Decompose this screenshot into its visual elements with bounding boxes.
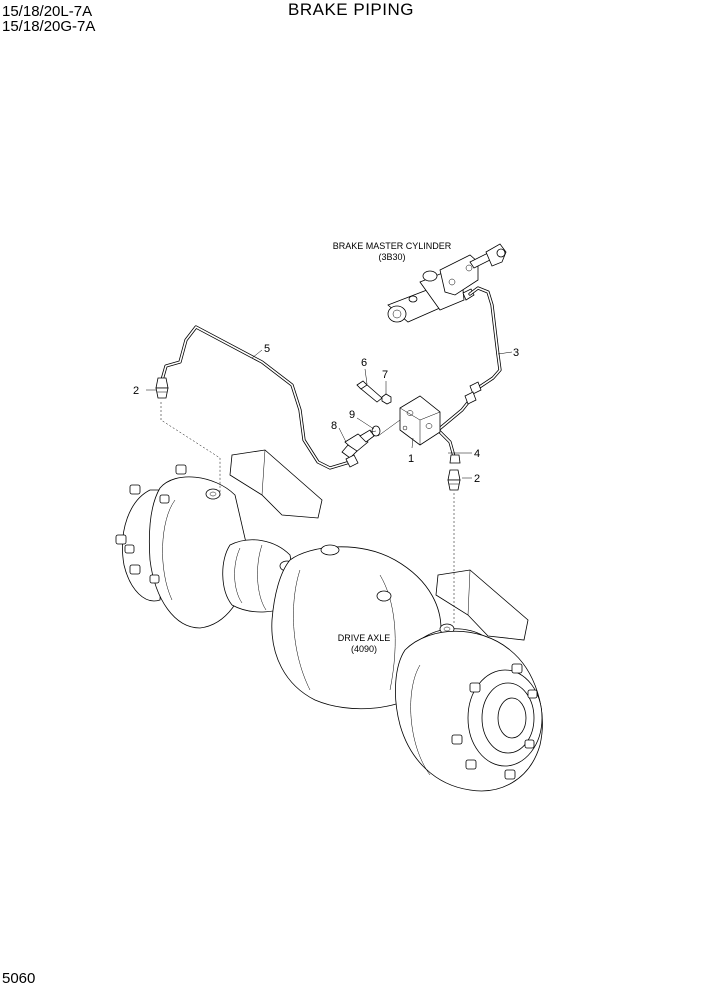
pipe-nut xyxy=(345,454,359,468)
brake-pipe-3 xyxy=(468,286,502,392)
callout-2-left: 2 xyxy=(133,385,139,397)
nut xyxy=(381,393,392,405)
brake-pipe-5 xyxy=(160,325,352,470)
callout-2-right: 2 xyxy=(474,473,480,485)
master-cylinder-label: BRAKE MASTER CYLINDER xyxy=(333,241,452,251)
page-number: 5060 xyxy=(2,970,36,987)
center-line xyxy=(369,430,377,433)
pipe-nut xyxy=(464,391,477,405)
callout-4: 4 xyxy=(474,448,480,460)
pipe-nut xyxy=(449,454,461,464)
drive-axle-ref: (4090) xyxy=(351,644,377,654)
brake-pipe-4 xyxy=(436,398,472,462)
pipe-connector-right xyxy=(447,469,461,491)
callout-6: 6 xyxy=(361,357,367,369)
center-line xyxy=(160,402,221,498)
pipe-nut xyxy=(469,381,482,395)
brake-lamp-switch xyxy=(341,429,375,459)
drive-axle-label: DRIVE AXLE xyxy=(338,633,391,643)
master-cylinder-ref: (3B30) xyxy=(378,252,405,262)
brake-master-cylinder xyxy=(387,243,507,323)
callout-7: 7 xyxy=(382,369,388,381)
callout-3: 3 xyxy=(513,347,519,359)
pipe-connector-left xyxy=(155,377,169,399)
page-title: BRAKE PIPING xyxy=(288,0,414,19)
bolt xyxy=(356,380,383,403)
callout-9: 9 xyxy=(349,409,355,421)
callout-8: 8 xyxy=(331,420,337,432)
callout-5: 5 xyxy=(264,343,270,355)
three-way-joint-block xyxy=(399,395,441,446)
model-number-1: 15/18/20L-7A xyxy=(2,3,93,20)
model-number-2: 15/18/20G-7A xyxy=(2,18,96,35)
callout-1: 1 xyxy=(408,453,414,465)
drive-axle xyxy=(115,449,543,792)
center-line xyxy=(377,419,401,437)
callout-leaders xyxy=(146,349,513,479)
